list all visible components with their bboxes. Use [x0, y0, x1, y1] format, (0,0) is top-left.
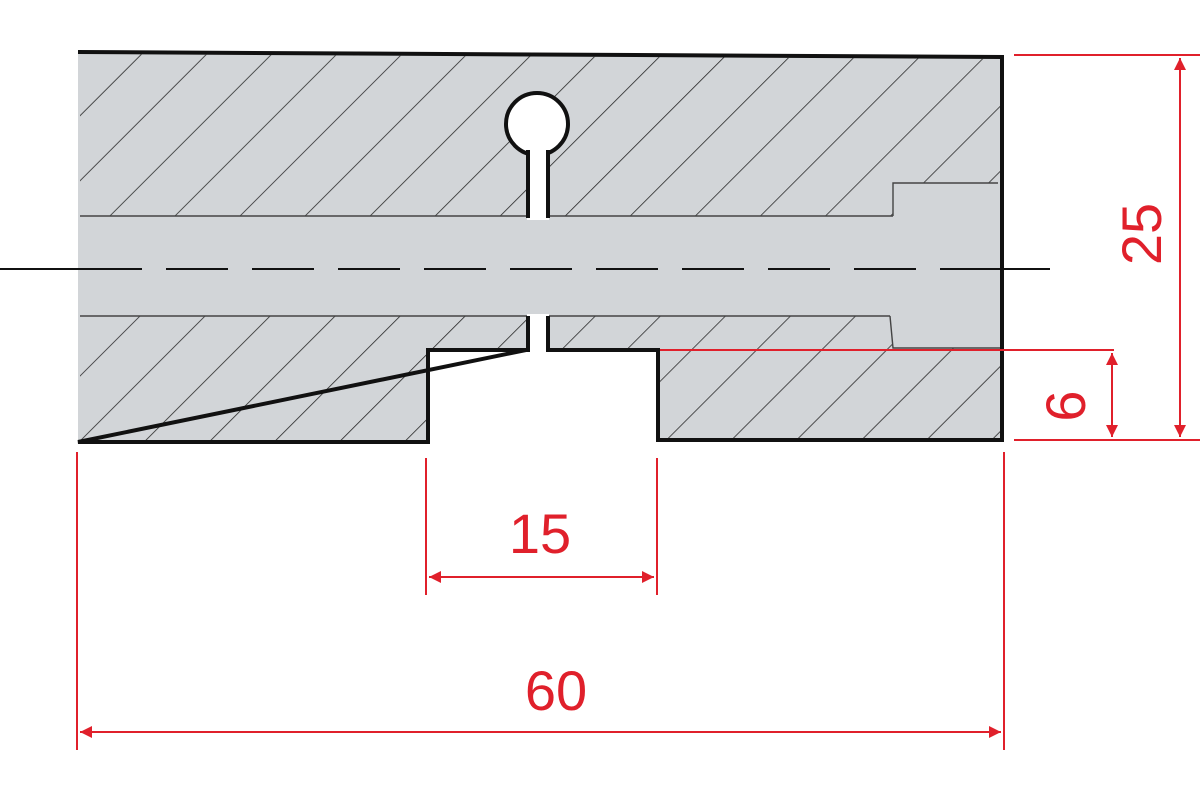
dim-label-overall-height: 25 — [1110, 203, 1173, 265]
lower-right-hatch-region — [550, 316, 1000, 438]
lower-left-hatch-region — [80, 316, 526, 440]
dim-label-slot-width: 15 — [509, 502, 571, 565]
bore-edges — [80, 182, 1000, 349]
part-outline — [77, 50, 1004, 444]
vent-hole — [504, 91, 570, 354]
center-bore — [80, 216, 1000, 316]
part-section — [0, 50, 1050, 444]
dimension-lines — [76, 54, 1200, 750]
dim-label-slot-depth: 6 — [1034, 390, 1097, 421]
dim-label-overall-width: 60 — [525, 659, 587, 722]
bore-counterbore — [893, 183, 1000, 348]
